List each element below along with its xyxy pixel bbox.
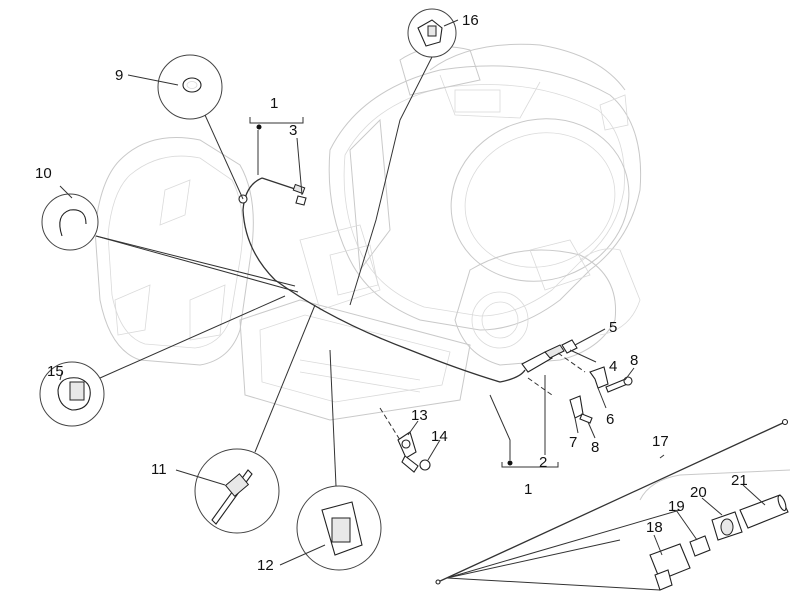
callout-9: 9 (115, 67, 123, 84)
callout-21: 21 (731, 472, 748, 489)
callout-4: 4 (609, 358, 617, 375)
inset-detail-12 (296, 349, 382, 571)
callout-11: 11 (151, 461, 167, 478)
callout-7: 7 (569, 434, 577, 451)
inset-detail-16 (349, 8, 457, 306)
callout-14: 14 (431, 428, 448, 445)
callout-5: 5 (609, 319, 617, 336)
callout-3: 3 (289, 122, 297, 139)
callout-1-bottom: 1 (524, 481, 532, 498)
callout-16: 16 (462, 12, 479, 29)
bracket-bottom (489, 375, 559, 468)
callout-8-lower: 8 (591, 439, 599, 456)
callout-labels: 1 3 9 10 16 5 4 8 6 7 8 15 13 14 2 1 17 … (35, 12, 748, 574)
callout-18: 18 (646, 519, 663, 536)
inset-detail-15 (39, 295, 286, 427)
bracket-top (249, 117, 304, 196)
small-parts (397, 339, 633, 473)
callout-13: 13 (411, 407, 428, 424)
callout-12: 12 (257, 557, 274, 574)
inset-detail-11 (194, 304, 316, 534)
inset-detail-9 (157, 54, 244, 200)
rod-assembly (435, 418, 791, 591)
callout-15: 15 (47, 363, 64, 380)
callout-10: 10 (35, 165, 52, 182)
callout-8-upper: 8 (630, 352, 638, 369)
scooter-outline (94, 43, 642, 421)
callout-17: 17 (652, 433, 669, 450)
callout-6: 6 (606, 411, 614, 428)
callout-1-top: 1 (270, 95, 278, 112)
callout-19: 19 (668, 498, 685, 515)
callout-2: 2 (539, 454, 547, 471)
inset-detail-10 (41, 193, 299, 293)
leader-lines (59, 19, 766, 566)
guide-lines (379, 352, 586, 441)
callout-20: 20 (690, 484, 707, 501)
